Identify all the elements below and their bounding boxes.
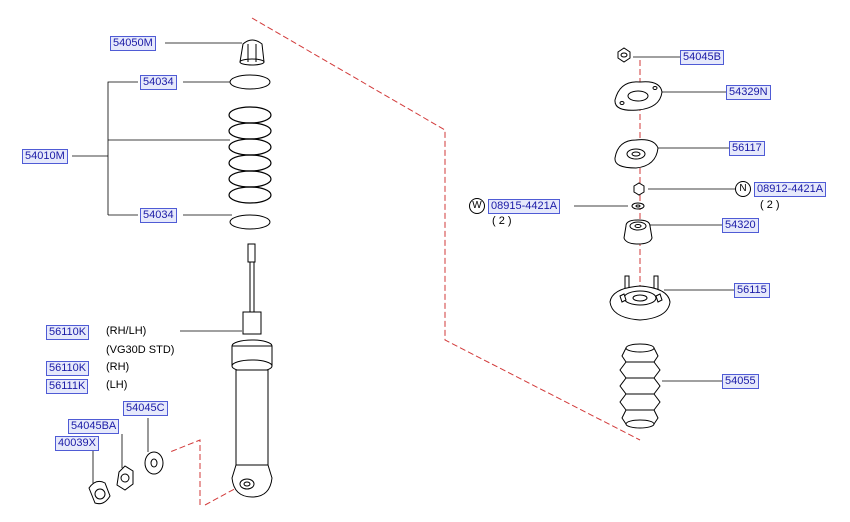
part-label-54010M[interactable]: 54010M [22, 149, 68, 164]
mount-bushing-part [623, 219, 653, 245]
note-rhlh: (RH/LH) [106, 325, 147, 337]
part-label-54045C[interactable]: 54045C [123, 401, 168, 416]
note-lh: (LH) [106, 379, 128, 391]
part-label-56111K[interactable]: 56111K [46, 379, 89, 394]
mount-nut-part [617, 47, 631, 63]
gasket-plate-part [614, 81, 663, 111]
part-label-56110K-rh[interactable]: 56110K [46, 361, 90, 376]
badge-n-icon: N [735, 181, 751, 197]
shock-absorber-part [231, 243, 273, 498]
leader-lines [72, 42, 735, 485]
part-label-08915-4421A[interactable]: 08915-4421A [488, 199, 561, 214]
part-label-40039X[interactable]: 40039X [55, 436, 99, 451]
part-label-54329N[interactable]: 54329N [726, 85, 771, 100]
mount-plate-part [614, 139, 659, 169]
coil-spring-part [228, 106, 272, 204]
note-vg30d-std: (VG30D STD) [106, 344, 175, 356]
part-label-54050M[interactable]: 54050M [110, 36, 156, 51]
lower-bushings [88, 451, 164, 505]
part-label-56115[interactable]: 56115 [734, 283, 770, 298]
part-label-54320[interactable]: 54320 [722, 218, 759, 233]
mounting-insulator-part [609, 275, 671, 321]
dust-boot-part [619, 343, 661, 429]
part-label-54034-top[interactable]: 54034 [140, 75, 177, 90]
part-label-54045B[interactable]: 54045B [680, 50, 724, 65]
spring-seat-lower [229, 214, 271, 230]
part-label-54034-bottom[interactable]: 54034 [140, 208, 177, 223]
part-label-54045BA[interactable]: 54045BA [68, 419, 120, 434]
spring-seat-upper [229, 74, 271, 90]
nut-washer-part [631, 182, 645, 210]
part-label-56110K-rhlh[interactable]: 56110K [46, 325, 90, 340]
note-qty-08915: ( 2 ) [492, 215, 512, 227]
note-rh: (RH) [106, 361, 130, 373]
note-qty-08912: ( 2 ) [760, 199, 780, 211]
part-label-54055[interactable]: 54055 [722, 374, 759, 389]
part-label-56117[interactable]: 56117 [729, 141, 765, 156]
badge-w-icon: W [469, 198, 485, 214]
bump-stop-part [239, 39, 265, 66]
part-label-08912-4421A[interactable]: 08912-4421A [754, 182, 827, 197]
